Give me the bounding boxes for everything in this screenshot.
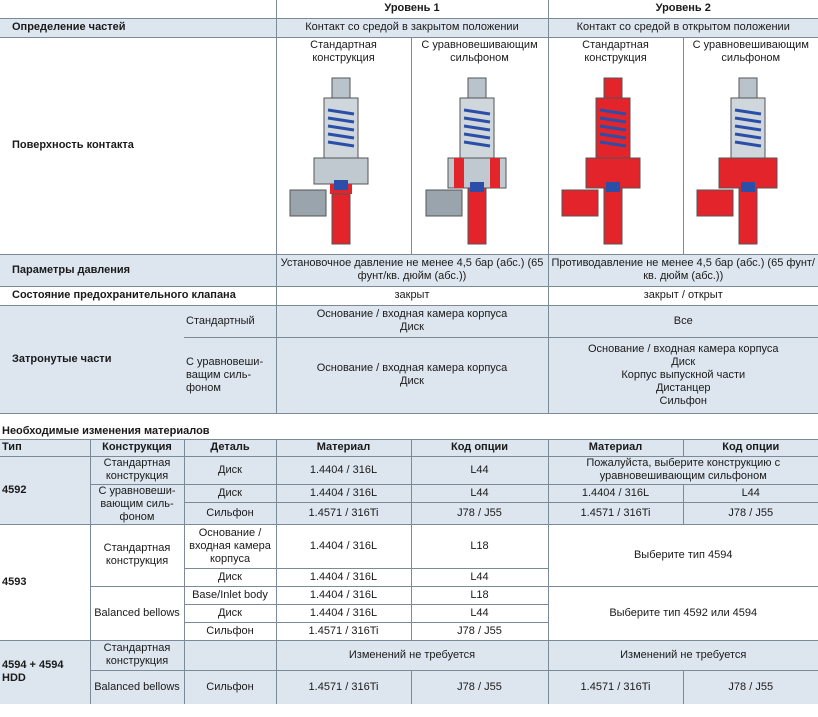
design-cell: Стандартная конструкция — [89, 524, 184, 586]
level2-note: Выберите тип 4594 — [547, 524, 818, 586]
col-type: Тип — [2, 441, 22, 453]
level2-note: Выберите тип 4592 или 4594 — [547, 586, 818, 640]
col-code-l1: Код опции — [410, 439, 548, 456]
valve-drawing — [289, 77, 368, 245]
definition-level1: Контакт со средой в закрытом положении — [275, 18, 548, 37]
definition-level2: Контакт со средой в открытом положении — [547, 18, 818, 37]
part-cell: Основание / входная камера корпуса — [183, 524, 276, 568]
material-cell: 1.4404 / 316L — [275, 568, 411, 586]
material-cell: 1.4571 / 316Ti — [547, 670, 683, 704]
contact-surface-label: Поверхность контакта — [0, 37, 276, 255]
code-cell: L18 — [410, 524, 548, 568]
valve-drawing — [425, 77, 506, 245]
type-4592: 4592 — [2, 483, 27, 496]
pressure-label: Параметры давления — [12, 263, 131, 276]
affected-part: Сильфон — [659, 394, 707, 407]
col-code-l2: Код опции — [682, 439, 818, 456]
material-cell: 1.4404 / 316L — [547, 484, 683, 503]
code-cell: L44 — [410, 568, 548, 586]
affected-label: Затронутые части — [12, 352, 112, 365]
affected-part: Корпус выпускной части — [621, 368, 746, 381]
part-cell: Base/Inlet body — [183, 586, 276, 604]
part-cell: Диск — [183, 604, 276, 622]
affected-part: Диск — [400, 375, 424, 387]
valve-image-l2-standard — [547, 67, 683, 254]
affected-part: Основание / входная камера корпуса — [316, 362, 508, 374]
valve-state-label: Состояние предохранительного клапана — [12, 289, 236, 301]
material-cell: 1.4571 / 316Ti — [275, 502, 411, 524]
material-cell: 1.4404 / 316L — [275, 456, 411, 484]
design-cell: Balanced bellows — [89, 670, 184, 704]
affected-part: Диск — [400, 321, 424, 333]
affected-l2-standard: Все — [547, 305, 818, 337]
affected-l2-bellows: Основание / входная камера корпуса Диск … — [547, 337, 818, 413]
col-material-l2: Материал — [547, 439, 683, 456]
material-cell: 1.4404 / 316L — [275, 604, 411, 622]
code-cell: J78 / J55 — [410, 670, 548, 704]
code-cell: L44 — [410, 604, 548, 622]
affected-standard-label: Стандартный — [186, 314, 255, 327]
header-blank — [0, 0, 276, 18]
code-cell: L44 — [410, 484, 548, 503]
valve-image-l1-standard — [275, 67, 411, 254]
part-cell: Сильфон — [183, 670, 276, 704]
valve-image-l1-bellows — [410, 67, 548, 254]
col-material-l1: Материал — [275, 439, 411, 456]
valve-state-level1: закрыт — [275, 286, 548, 305]
design-standard-l1: Стандартная конструкция — [275, 37, 411, 67]
affected-part: Основание / входная камера корпуса — [316, 308, 508, 320]
design-cell: Стандартная конструкция — [89, 640, 184, 670]
design-bellows-l1: С уравновешивающим сильфоном — [410, 37, 548, 67]
valve-drawing — [561, 77, 640, 245]
part-cell: Диск — [183, 456, 276, 484]
material-cell: 1.4571 / 316Ti — [275, 670, 411, 704]
material-cell: 1.4404 / 316L — [275, 586, 411, 604]
level2-note: Изменений не требуется — [547, 640, 818, 670]
affected-bellows-label: С уравновеши-ващим силь-фоном — [186, 355, 264, 394]
design-cell: Стандартная конструкция — [89, 456, 184, 484]
design-cell: Balanced bellows — [89, 586, 184, 640]
header-level1: Уровень 1 — [275, 0, 548, 18]
code-cell: J78 / J55 — [682, 670, 818, 704]
pressure-level2: Противодавление не менее 4,5 бар (абс.) … — [547, 254, 818, 286]
code-cell: J78 / J55 — [682, 502, 818, 524]
code-cell: J78 / J55 — [410, 502, 548, 524]
materials-section-title: Необходимые изменения материалов — [2, 425, 210, 438]
affected-part: Диск — [671, 355, 696, 368]
design-cell: С уравновеши-вающим силь-фоном — [89, 484, 184, 524]
code-cell: J78 / J55 — [410, 622, 548, 640]
part-cell: Диск — [183, 484, 276, 503]
affected-l1-standard: Основание / входная камера корпуса Диск — [275, 305, 548, 337]
part-cell: Сильфон — [183, 502, 276, 524]
material-cell: 1.4404 / 316L — [275, 524, 411, 568]
material-cell: 1.4571 / 316Ti — [275, 622, 411, 640]
type-4594: 4594 + 4594 HDD — [2, 659, 64, 685]
code-cell: L44 — [410, 456, 548, 484]
material-cell: 1.4571 / 316Ti — [547, 502, 683, 524]
valve-drawing — [696, 77, 778, 245]
affected-part: Основание / входная камера корпуса — [587, 342, 779, 355]
design-bellows-l2: С уравновешивающим сильфоном — [682, 37, 818, 67]
part-cell: Сильфон — [183, 622, 276, 640]
level1-note: Изменений не требуется — [275, 640, 548, 670]
design-standard-l2: Стандартная конструкция — [547, 37, 683, 67]
part-cell: Диск — [183, 568, 276, 586]
part-blank — [183, 640, 276, 670]
level2-note: Пожалуйста, выберите конструкцию с уравн… — [547, 456, 818, 484]
valve-state-level2: закрыт / открыт — [547, 286, 818, 305]
affected-part: Дистанцер — [655, 381, 711, 394]
code-cell: L18 — [410, 586, 548, 604]
material-cell: 1.4404 / 316L — [275, 484, 411, 503]
code-cell: L44 — [682, 484, 818, 503]
definition-label: Определение частей — [12, 21, 126, 33]
type-4593: 4593 — [2, 575, 27, 588]
valve-image-l2-bellows — [682, 67, 818, 254]
col-part: Деталь — [183, 439, 276, 456]
pressure-level1: Установочное давление не менее 4,5 бар (… — [275, 254, 548, 286]
affected-l1-bellows: Основание / входная камера корпуса Диск — [275, 337, 548, 413]
col-design: Конструкция — [89, 439, 184, 456]
header-level2: Уровень 2 — [547, 0, 818, 18]
